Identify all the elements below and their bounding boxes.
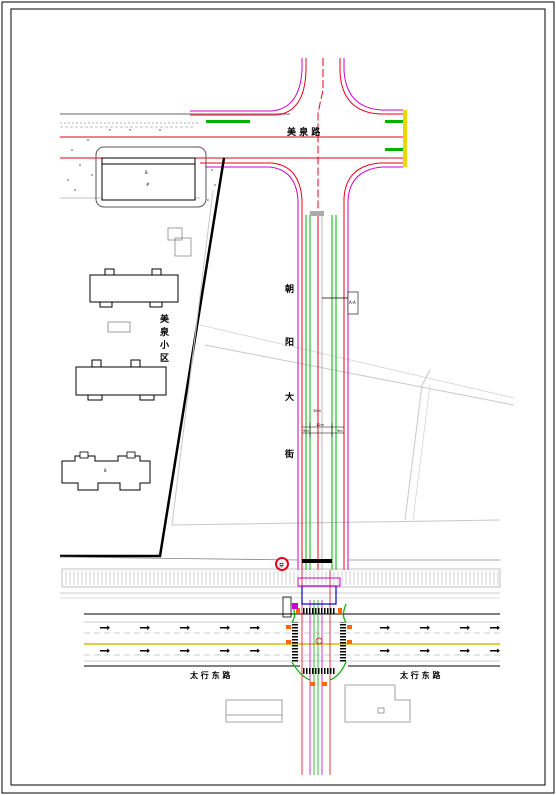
buildings: 8 # 8 美 泉 小 区 bbox=[61, 146, 207, 491]
building-mark-1: 8 bbox=[145, 170, 148, 175]
community-label-1: 美 bbox=[160, 313, 170, 325]
main-avenue: 朝 阳 大 街 A-A 30m 12m 9m 9m bbox=[284, 211, 359, 570]
avenue-label-2: 阳 bbox=[285, 337, 294, 348]
north-road: 美 泉 路 bbox=[60, 58, 407, 215]
building-mark-4: 8 bbox=[104, 468, 107, 473]
no-entry-sign-icon bbox=[275, 557, 289, 571]
drawing-frame bbox=[10, 8, 546, 786]
south-road-label-left: 太 行 东 路 bbox=[189, 670, 231, 680]
site-boundary bbox=[60, 126, 515, 558]
traffic-signals bbox=[286, 608, 352, 686]
svg-text:#: # bbox=[146, 182, 150, 187]
south-buildings bbox=[225, 684, 411, 723]
lane-arrows bbox=[100, 625, 500, 653]
dim-right: 9m bbox=[337, 429, 343, 433]
south-road: 太 行 东 路 太 行 东 路 bbox=[84, 570, 500, 775]
no-entry-sign-label: 禁 bbox=[279, 563, 284, 569]
south-road-label-right: 太 行 东 路 bbox=[399, 670, 441, 680]
community-label-3: 小 bbox=[159, 339, 169, 351]
crosswalks bbox=[292, 608, 346, 674]
dim-middle: 12m bbox=[316, 423, 324, 427]
cross-section-dimensions: 30m 12m 9m 9m bbox=[302, 409, 344, 437]
section-tag: A-A bbox=[349, 300, 356, 305]
community-label-4: 区 bbox=[160, 353, 169, 364]
dim-total: 30m bbox=[313, 409, 321, 413]
dim-left: 9m bbox=[303, 429, 309, 433]
community-label-2: 泉 bbox=[159, 326, 170, 338]
avenue-label-4: 街 bbox=[284, 448, 294, 460]
avenue-label-3: 大 bbox=[285, 391, 294, 403]
side-road-band: 禁 bbox=[59, 556, 501, 599]
north-road-label: 美 泉 路 bbox=[287, 126, 321, 138]
avenue-label-1: 朝 bbox=[285, 283, 294, 295]
